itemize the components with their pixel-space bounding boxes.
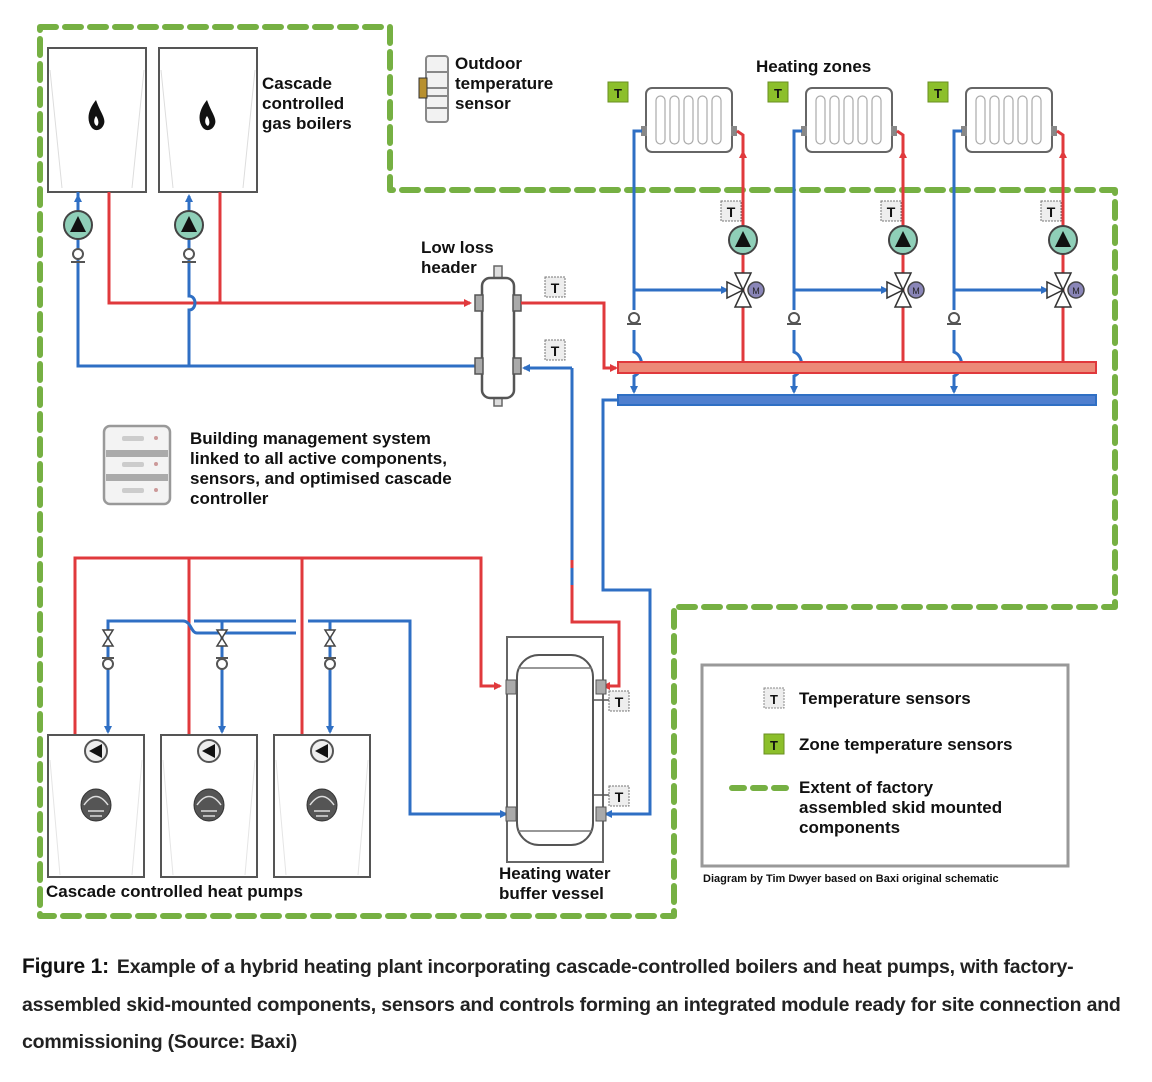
svg-text:T: T — [551, 343, 560, 359]
buffer-temperature-sensors: T T — [592, 690, 630, 807]
gas-boilers-label: Cascade controlled gas boilers — [262, 74, 352, 133]
temperature-sensor: T — [1040, 200, 1062, 222]
check-valve-icon — [71, 248, 196, 263]
isolation-valve-icon — [323, 629, 337, 670]
gas-boiler-1 — [47, 47, 147, 193]
svg-text:gas boilers: gas boilers — [262, 114, 352, 133]
heating-zone-2: T T M — [767, 81, 925, 394]
heat-pump-1 — [47, 629, 145, 878]
svg-text:Cascade: Cascade — [262, 74, 332, 93]
figure-caption: Figure 1:Example of a hybrid heating pla… — [22, 948, 1132, 1062]
heating-zones-label: Heating zones — [756, 57, 871, 76]
outdoor-sensor-label: Outdoor temperature sensor — [455, 54, 553, 113]
flame-icon — [199, 100, 216, 131]
svg-text:controller: controller — [190, 489, 269, 508]
svg-text:T: T — [770, 692, 778, 707]
heat-pumps-label: Cascade controlled heat pumps — [46, 882, 303, 901]
svg-text:buffer vessel: buffer vessel — [499, 884, 604, 903]
low-loss-header-label: Low loss header — [421, 238, 494, 277]
zone-temperature-sensor: T — [767, 81, 789, 103]
outdoor-temperature-sensor — [418, 55, 449, 123]
svg-text:linked to all active component: linked to all active components, — [190, 449, 447, 468]
skid-boundary — [37, 24, 1118, 919]
buffer-vessel-label: Heating water buffer vessel — [499, 864, 611, 903]
radiator — [801, 87, 897, 153]
radiator — [641, 87, 737, 153]
svg-text:T: T — [727, 204, 736, 220]
bms-label: Building management system linked to all… — [190, 429, 452, 508]
svg-text:T: T — [551, 280, 560, 296]
svg-text:Zone temperature sensors: Zone temperature sensors — [799, 735, 1013, 754]
isolation-valve-icon — [101, 629, 115, 670]
low-loss-header — [474, 265, 522, 407]
isolation-valve-icon — [215, 629, 229, 670]
svg-text:T: T — [615, 694, 624, 710]
bms-server-icon — [102, 424, 172, 506]
svg-text:header: header — [421, 258, 477, 277]
svg-text:T: T — [887, 204, 896, 220]
diagram-credit: Diagram by Tim Dwyer based on Baxi origi… — [703, 873, 999, 885]
zone-temperature-sensor: T — [607, 81, 629, 103]
svg-text:M: M — [752, 286, 760, 296]
legend-item-zone-temperature-sensor: T Zone temperature sensors — [763, 733, 1013, 755]
flow-distribution-header — [617, 361, 1097, 374]
boiler-pump-1 — [63, 210, 93, 240]
buffer-vessel — [505, 636, 607, 863]
svg-text:T: T — [934, 86, 942, 101]
three-way-valve-icon: M — [726, 272, 765, 308]
return-distribution-header — [617, 394, 1097, 406]
svg-text:sensors, and optimised cascade: sensors, and optimised cascade — [190, 469, 452, 488]
heating-plant-schematic: Cascade controlled gas boilers Outdoor t… — [37, 24, 1118, 919]
svg-text:Temperature sensors: Temperature sensors — [799, 689, 971, 708]
radiator — [961, 87, 1057, 153]
figure-number: Figure 1: — [22, 955, 109, 978]
heating-zone-1: T T M — [607, 81, 765, 394]
three-way-valve-icon: M — [1046, 272, 1085, 308]
temperature-sensor: T — [880, 200, 902, 222]
svg-text:T: T — [1047, 204, 1056, 220]
flame-icon — [88, 100, 105, 131]
svg-text:Heating water: Heating water — [499, 864, 611, 883]
zone-pump — [728, 225, 758, 255]
three-way-valve-icon: M — [886, 272, 925, 308]
gas-boiler-2 — [158, 47, 258, 193]
svg-text:Extent of factory: Extent of factory — [799, 778, 934, 797]
svg-text:M: M — [1072, 286, 1080, 296]
header-temperature-sensors: T T — [544, 276, 566, 361]
svg-text:sensor: sensor — [455, 94, 511, 113]
legend: T Temperature sensors T Zone temperature… — [700, 663, 1070, 868]
zone-temperature-sensor: T — [927, 81, 949, 103]
caption-text: Example of a hybrid heating plant incorp… — [22, 956, 1121, 1053]
legend-item-temperature-sensor: T Temperature sensors — [763, 687, 971, 709]
svg-text:T: T — [774, 86, 782, 101]
svg-text:T: T — [770, 738, 778, 753]
svg-text:T: T — [615, 789, 624, 805]
heat-pump-2 — [160, 629, 258, 878]
svg-text:components: components — [799, 818, 900, 837]
svg-text:Low loss: Low loss — [421, 238, 494, 257]
temperature-sensor: T — [720, 200, 742, 222]
heat-pump-3 — [273, 629, 371, 878]
heating-zone-3: T T M — [927, 81, 1085, 394]
svg-text:Outdoor: Outdoor — [455, 54, 522, 73]
legend-item-skid-extent: Extent of factory assembled skid mounted… — [729, 778, 1002, 837]
zone-pump — [1048, 225, 1078, 255]
svg-text:Building management system: Building management system — [190, 429, 431, 448]
svg-text:T: T — [614, 86, 622, 101]
svg-text:assembled skid mounted: assembled skid mounted — [799, 798, 1002, 817]
svg-text:controlled: controlled — [262, 94, 344, 113]
boiler-pump-2 — [174, 210, 204, 240]
svg-text:temperature: temperature — [455, 74, 553, 93]
zone-pump — [888, 225, 918, 255]
svg-text:M: M — [912, 286, 920, 296]
